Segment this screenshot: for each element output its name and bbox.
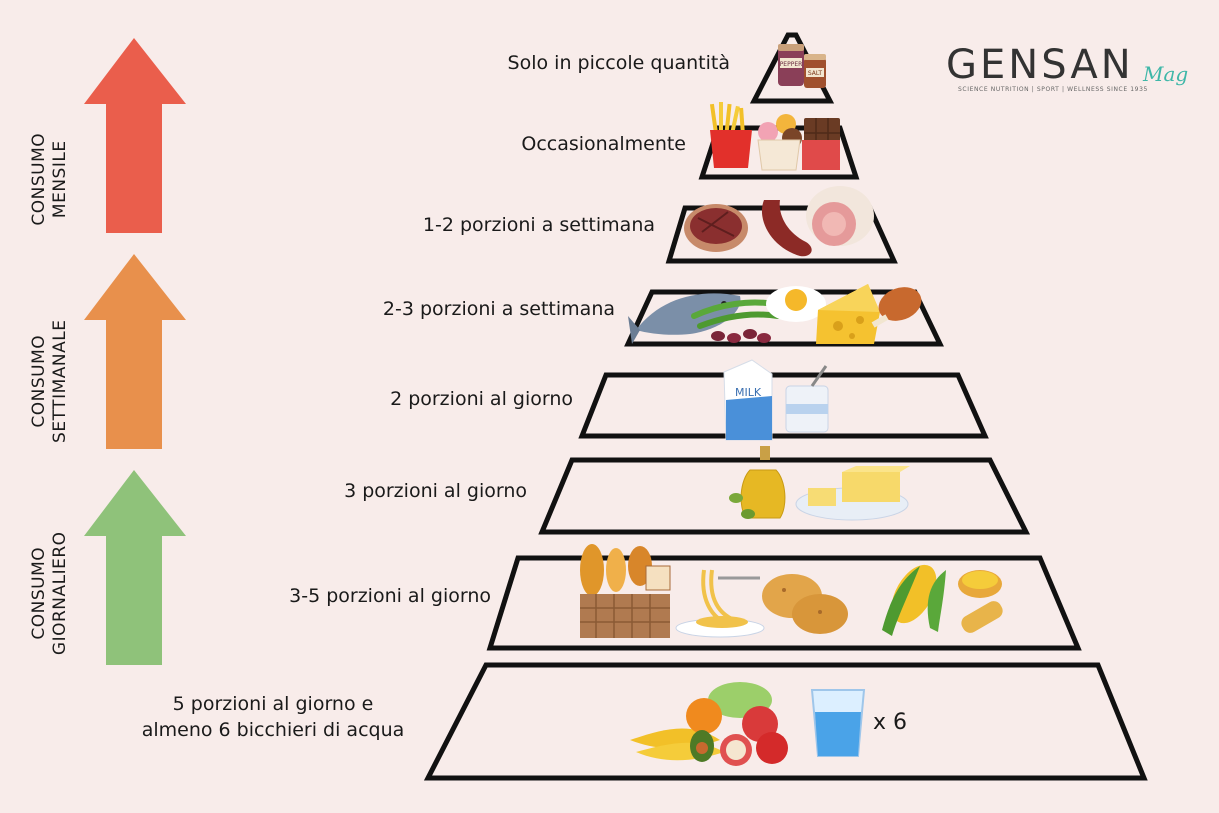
arrow-caption-monthly-line1: CONSUMO [28,132,49,226]
cheese-icon [816,284,880,344]
tier-1-outline [749,32,835,104]
fries-icon [709,102,752,168]
yogurt-icon [785,365,829,433]
egg-icon [766,286,826,322]
arrow-caption-monthly-line2: MENSILE [50,140,70,219]
steak-icon [684,204,748,252]
logo-suffix: Mag [1143,62,1189,86]
milk-carton-icon: MILK [723,359,773,441]
arrow-weekly [84,254,186,449]
tier-8-outline [423,662,1148,781]
arrow-caption-daily-line2: GIORNALIERO [50,531,70,656]
pepper-label: PEPPER [780,61,803,68]
water-glass-icon [810,689,866,757]
olive-oil-icon [729,446,786,519]
milk-label: MILK [735,386,762,399]
logo-brand: GENSAN [946,42,1134,88]
arrow-caption-weekly: CONSUMO SETTIMANALE [29,301,72,461]
level-label-2: Occasionalmente [521,133,686,155]
fruits-vegetables-icon [630,682,788,766]
tier-7-outline [486,555,1082,651]
pepper-salt-icon: PEPPER SALT [778,44,826,88]
level-label-7: 3-5 porzioni al giorno [289,585,491,607]
arrow-monthly [84,38,186,233]
arrow-caption-daily-line1: CONSUMO [28,546,49,640]
sausage-icon [761,200,812,257]
tier-6-outline [538,457,1031,535]
butter-icon [795,466,910,521]
water-multiplier: x 6 [873,710,908,735]
level-label-8-line2: almeno 6 bicchieri di acqua [141,718,405,741]
ice-cream-icon [757,114,802,171]
corn-icon [882,564,946,636]
chocolate-icon [802,118,840,170]
level-label-5: 2 porzioni al giorno [390,388,573,410]
bread-basket-icon [580,544,671,638]
arrow-caption-weekly-line2: SETTIMANALE [50,319,70,443]
chicken-leg-icon [871,287,922,328]
gensan-logo: GENSAN Mag SCIENCE NUTRITION | SPORT | W… [946,42,1189,102]
red-beans-icon [711,329,771,343]
logo-tagline: SCIENCE NUTRITION | SPORT | WELLNESS SIN… [958,86,1148,93]
arrow-daily [84,470,186,665]
level-label-8-line1: 5 porzioni al giorno e [172,693,374,715]
grains-icon [958,570,1003,633]
level-label-4: 2-3 porzioni a settimana [382,298,615,320]
level-label-3: 1-2 porzioni a settimana [422,214,655,236]
tier-2-outline [698,125,860,180]
arrow-caption-daily: CONSUMO GIORNALIERO [29,513,72,673]
salt-label: SALT [808,70,823,77]
potatoes-icon [762,574,848,634]
ham-icon [806,186,874,246]
level-label-1: Solo in piccole quantità [507,52,730,74]
arrow-caption-weekly-line1: CONSUMO [28,334,49,428]
level-label-8: 5 porzioni al giorno e almeno 6 bicchier… [128,692,418,743]
arrow-caption-monthly: CONSUMO MENSILE [29,99,72,259]
level-label-6: 3 porzioni al giorno [344,480,527,502]
tier-5-outline [578,372,989,439]
pasta-fork-icon [675,569,765,638]
